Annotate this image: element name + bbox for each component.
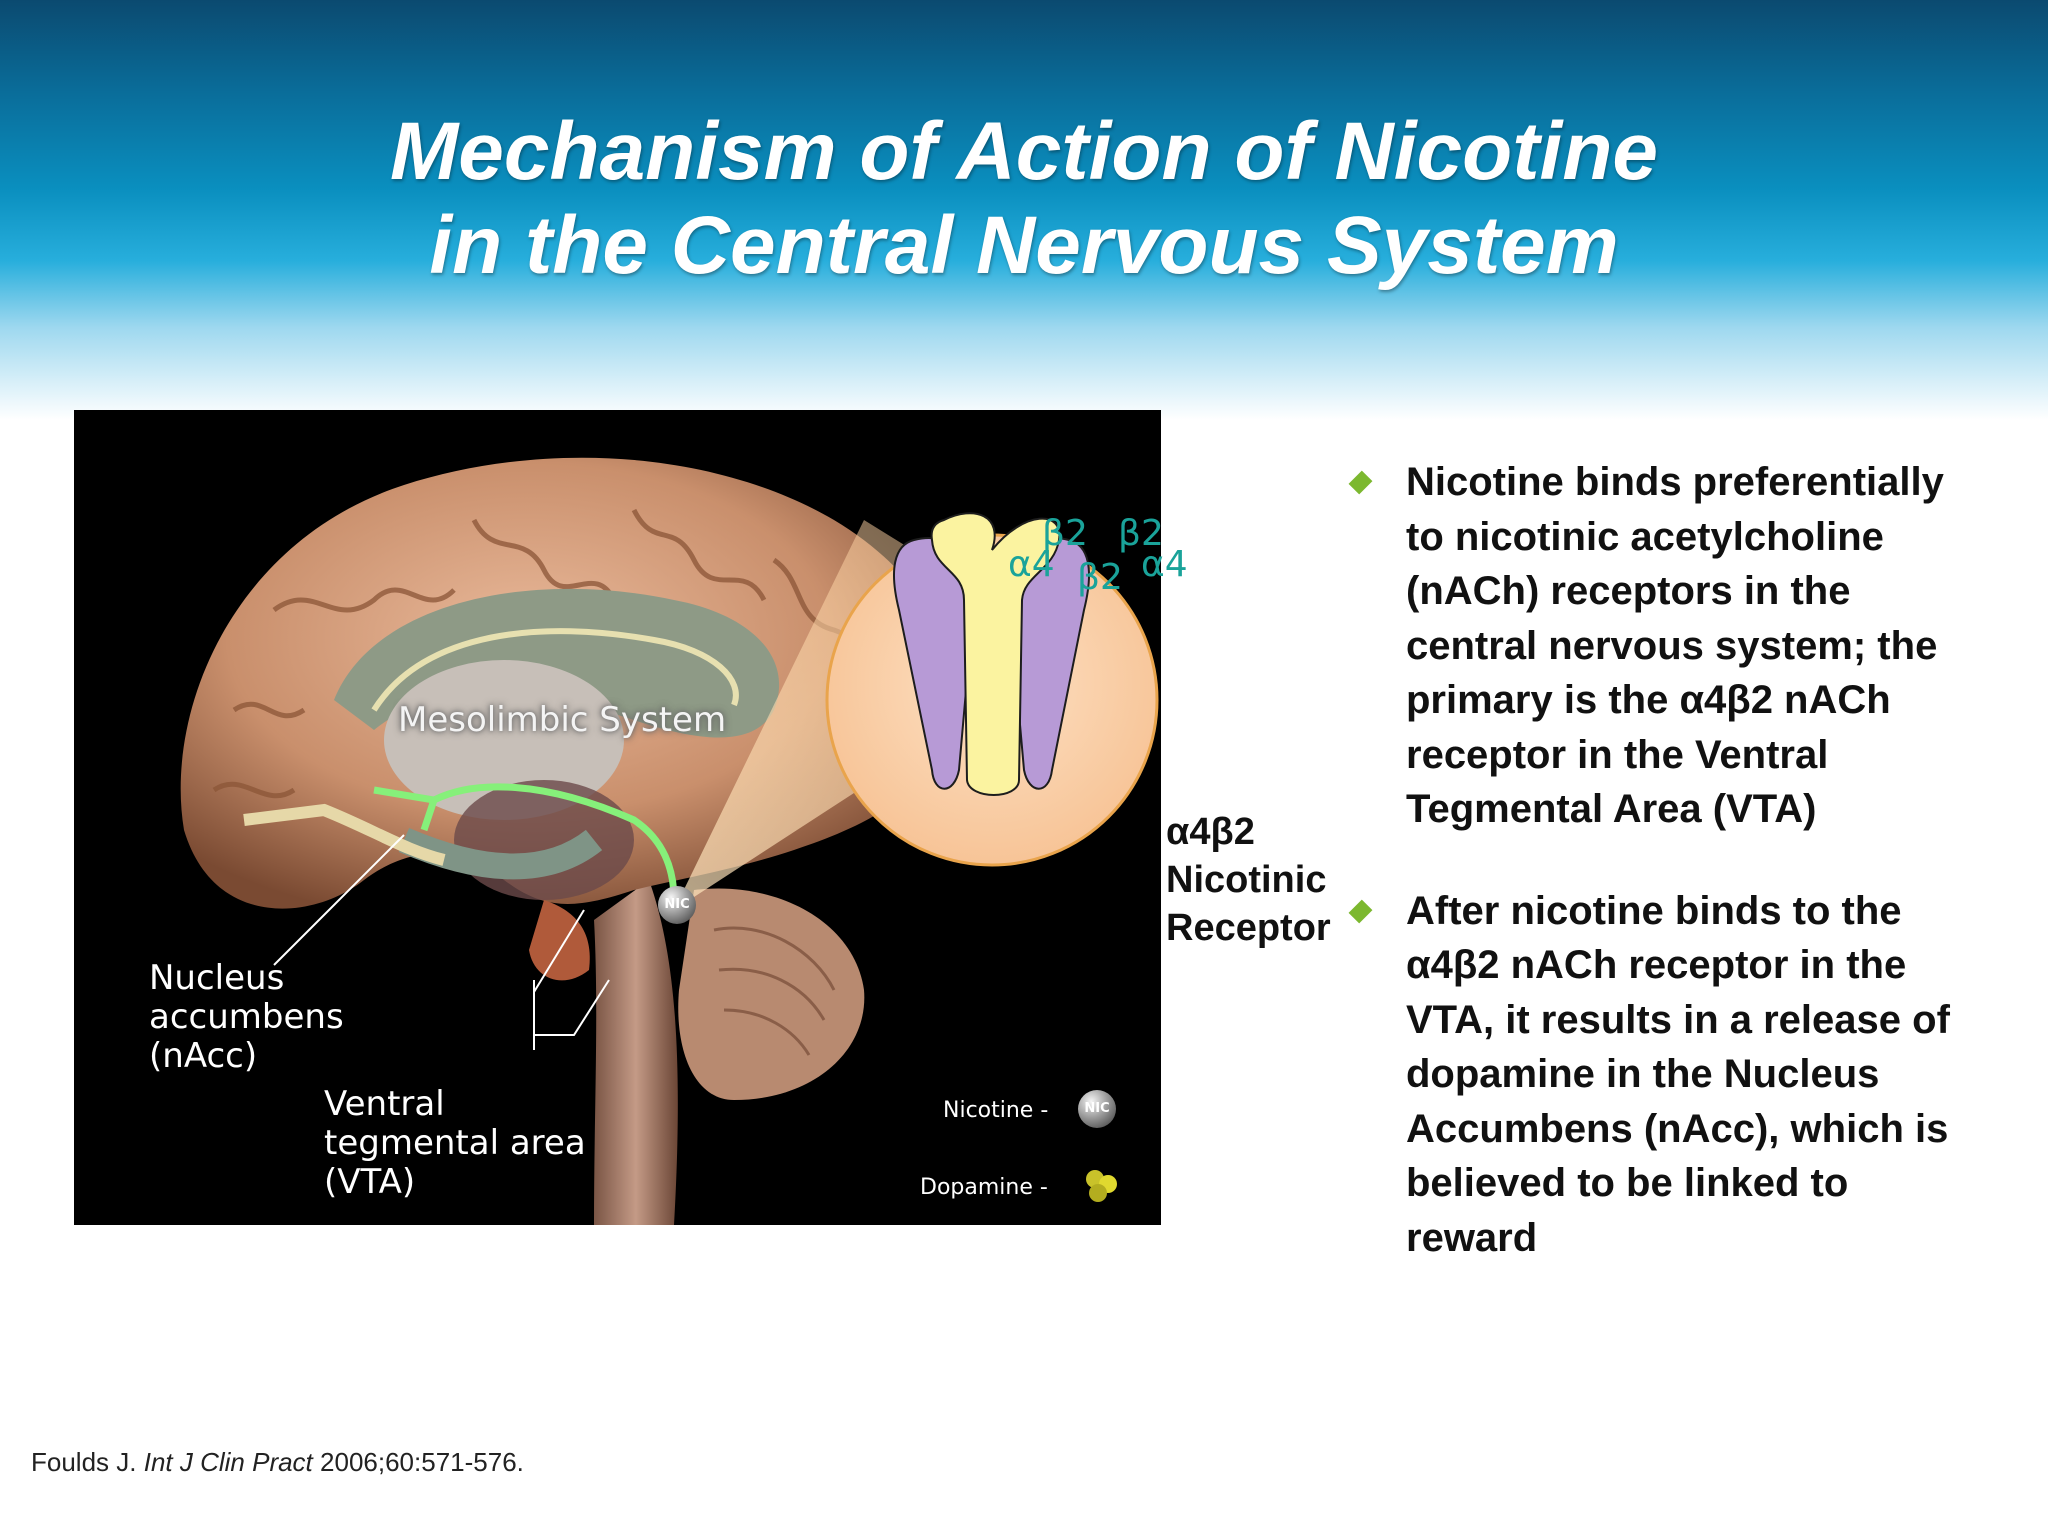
bullet-item: After nicotine binds to the α4β2 nACh re… <box>1348 884 1990 1266</box>
receptor-caption-line-1: α4β2 <box>1166 811 1255 853</box>
slide-title: Mechanism of Action of Nicotine in the C… <box>0 105 2048 293</box>
legend-nicotine-icon: NIC <box>1078 1090 1116 1128</box>
citation-ref: 2006;60:571-576. <box>320 1447 524 1477</box>
nucleus-label-line-2: accumbens <box>149 997 344 1037</box>
bullet-item: Nicotine binds preferentially to nicotin… <box>1348 455 1990 837</box>
nucleus-label-line-3: (nAcc) <box>149 1036 258 1076</box>
citation-author: Foulds J. <box>31 1447 137 1477</box>
subunit-a4-right: α4 <box>1141 544 1188 585</box>
mesolimbic-pathway <box>432 783 678 901</box>
receptor-caption-line-2: Nicotinic <box>1166 859 1327 901</box>
diamond-bullet-icon <box>1348 899 1373 923</box>
receptor-caption: α4β2 Nicotinic Receptor <box>1166 808 1331 952</box>
header-band <box>0 0 2048 420</box>
subunit-b2-center: β2 <box>1077 557 1123 598</box>
cerebellum <box>678 888 865 1100</box>
title-line-1: Mechanism of Action of Nicotine <box>389 106 1659 197</box>
vta-label: Ventral tegmental area (VTA) <box>324 1085 586 1202</box>
beta2-center-subunit <box>930 512 1061 796</box>
title-line-2: in the Central Nervous System <box>429 200 1619 291</box>
bullet-text: Nicotine binds preferentially to nicotin… <box>1406 460 1944 831</box>
nucleus-label-line-1: Nucleus <box>149 958 285 998</box>
bullet-list: Nicotine binds preferentially to nicotin… <box>1348 455 1990 1312</box>
dopamine-icon <box>1086 1170 1117 1202</box>
corpus-callosum <box>334 588 780 738</box>
diamond-bullet-icon <box>1348 470 1373 495</box>
citation-journal: Int J Clin Pract <box>143 1447 313 1477</box>
legend-dopamine-label: Dopamine - <box>920 1175 1048 1200</box>
legend-nicotine-label: Nicotine - <box>943 1098 1049 1123</box>
brain-illustration <box>180 457 1159 1225</box>
nicotine-marker: NIC <box>658 886 696 924</box>
subunit-a4-left: α4 <box>1008 544 1055 585</box>
mesolimbic-system-label: Mesolimbic System <box>398 700 727 740</box>
nucleus-accumbens-label: Nucleus accumbens (nAcc) <box>149 959 344 1076</box>
receptor-caption-line-3: Receptor <box>1166 907 1331 949</box>
brain-figure: Mesolimbic System Nucleus accumbens (nAc… <box>74 410 1188 1225</box>
citation: Foulds J. Int J Clin Pract 2006;60:571-5… <box>31 1447 524 1478</box>
subunit-b2-top-right: β2 <box>1118 513 1164 554</box>
subunit-b2-top-left: β2 <box>1042 513 1088 554</box>
brain-stem <box>594 880 678 1225</box>
vta-label-line-2: tegmental area <box>324 1123 586 1163</box>
vta-label-line-3: (VTA) <box>324 1162 416 1202</box>
vta-label-line-1: Ventral <box>324 1084 445 1124</box>
thalamus <box>384 660 624 820</box>
bullet-text: After nicotine binds to the α4β2 nACh re… <box>1406 888 1950 1260</box>
